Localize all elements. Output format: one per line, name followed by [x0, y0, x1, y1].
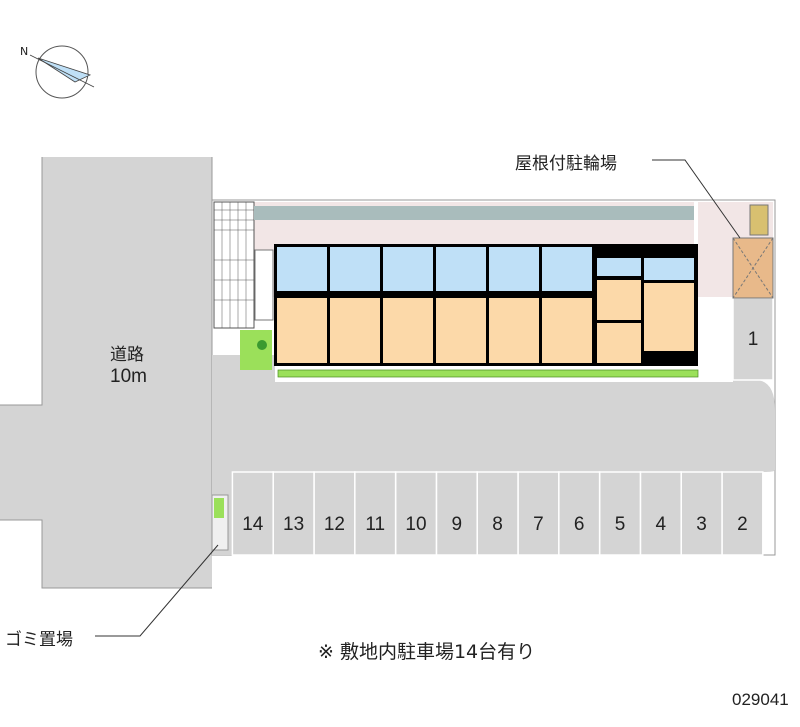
leader-line [95, 544, 219, 637]
apartment-building [274, 244, 698, 366]
unit-wet-area [542, 247, 592, 291]
parking-number: 9 [452, 514, 463, 535]
parking-number: 14 [242, 514, 264, 535]
hedge [277, 369, 699, 378]
unit-wet-area [277, 247, 327, 291]
parking-space-3 [680, 471, 723, 556]
parking-note: ※ 敷地内駐車場14台有り [318, 641, 536, 663]
parking-number: 12 [324, 514, 345, 535]
parking-space-7 [517, 471, 560, 556]
unit-room [330, 298, 380, 363]
parking-space-10 [394, 471, 438, 556]
parking-space-14 [231, 471, 274, 556]
parking-space-4 [639, 471, 682, 556]
road [0, 157, 213, 589]
unit-room [436, 298, 486, 363]
unit-room [383, 298, 433, 363]
parking-space-8 [476, 471, 519, 556]
parking-space-11 [354, 471, 397, 556]
parking-space-13 [272, 471, 315, 556]
parking-space-9 [435, 471, 478, 556]
unit-room [542, 298, 592, 363]
road-name-label: 道路 [110, 345, 144, 365]
parking-number: 5 [615, 514, 626, 535]
property-code: 029041 [732, 690, 789, 709]
unit-wet-area [489, 247, 539, 291]
parking-number: 4 [656, 514, 667, 535]
unit-room [277, 298, 327, 363]
parking-number: 13 [283, 514, 304, 535]
parking-space-5 [598, 471, 642, 556]
parking-number: 11 [365, 514, 385, 535]
garbage-label: ゴミ置場 [5, 630, 73, 650]
parking-space-1 [732, 297, 774, 381]
unit-wet-area [436, 247, 486, 291]
leader-line [652, 159, 741, 239]
unit-wet-area [330, 247, 380, 291]
unit-room [489, 298, 539, 363]
parking-space-6 [558, 471, 601, 556]
unit-wet-area [383, 247, 433, 291]
svg-text:N: N [20, 45, 28, 58]
parking-number: 1 [748, 329, 759, 350]
shrubs [240, 330, 272, 370]
parking-number: 2 [737, 514, 748, 535]
parking-number: 3 [696, 514, 707, 535]
road-width-label: 10m [110, 366, 147, 387]
parking-space-12 [313, 471, 356, 556]
parking-number: 8 [492, 514, 503, 535]
bicycle-parking-label: 屋根付駐輪場 [515, 154, 617, 174]
parking-number: 10 [405, 514, 426, 535]
north-compass-icon: N [20, 45, 95, 99]
parking-number: 6 [574, 514, 585, 535]
parking-number: 7 [533, 514, 544, 535]
stairs [213, 201, 255, 329]
